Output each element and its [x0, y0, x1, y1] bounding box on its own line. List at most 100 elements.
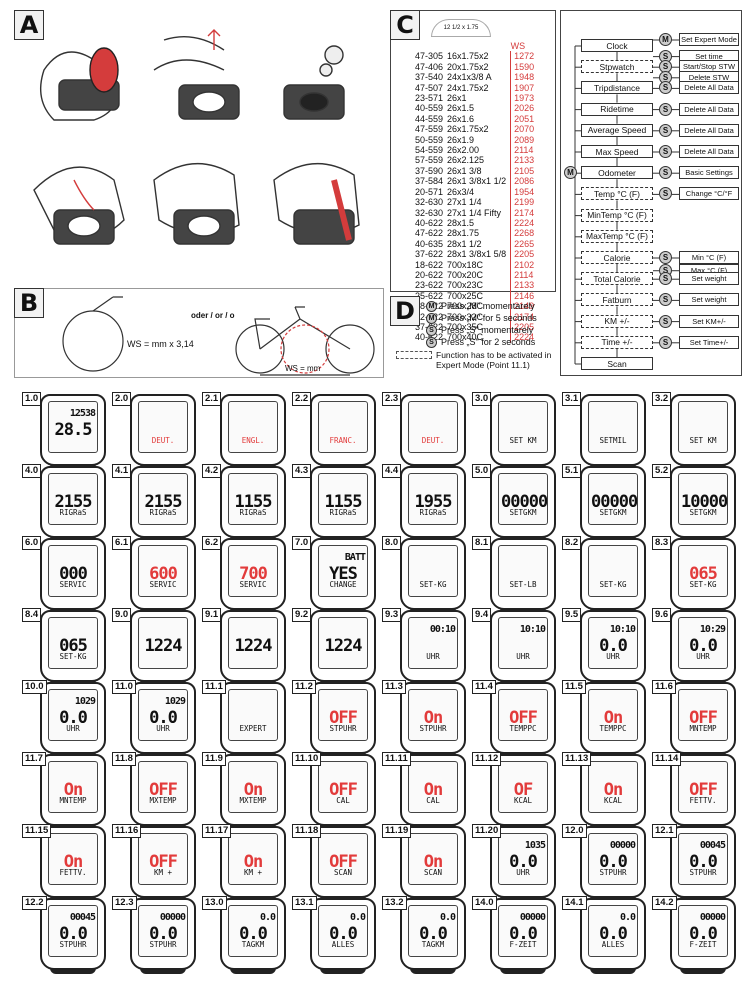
flow-menu-item: MaxTemp °C (F) — [581, 229, 653, 243]
lcd-screen: SETMIL — [588, 401, 638, 453]
ws-cell: 2102 — [510, 259, 539, 270]
bike-computer-device: SET KM — [490, 394, 556, 470]
step-number: 2.0 — [112, 392, 132, 406]
lcd-label: CAL — [426, 796, 440, 805]
step-number: 9.6 — [652, 608, 672, 622]
lcd-top-value: 10:10 — [609, 624, 636, 635]
legend-text: Press „M" for 5 seconds — [441, 313, 537, 323]
ws-cell: 2205 — [510, 321, 539, 333]
step-number: 5.0 — [472, 464, 492, 478]
panel-d-letter: D — [390, 296, 420, 326]
dashed-note: Function has to be activated in Expert M… — [396, 350, 556, 370]
flow-menu-item: Clock — [581, 39, 653, 52]
step-number: 9.3 — [382, 608, 402, 622]
step-number: 11.5 — [562, 680, 586, 694]
lcd-top-value: 00000 — [609, 840, 636, 851]
lcd-top-value: 0.0 — [349, 912, 366, 923]
ws-cell: 2149 — [510, 301, 539, 312]
step-number: 4.0 — [22, 464, 42, 478]
etrto-cell: 32-630 — [415, 207, 444, 218]
lcd-main-value: 0.0 — [509, 852, 538, 872]
ws-cell: 2086 — [510, 176, 539, 187]
flow-menu-item: Ridetime — [581, 102, 653, 116]
etrto-cell: 50-559 — [415, 134, 444, 145]
lcd-screen: ENGL. — [228, 401, 278, 453]
bike-computer-device: 1224 — [220, 610, 286, 686]
dashed-box-icon — [396, 351, 432, 359]
step-number: 11.3 — [382, 680, 406, 694]
tire-size-cell: 27x1 1/4 Fifty — [447, 207, 502, 218]
ws-cell: 2199 — [510, 197, 539, 208]
lcd-label: FRANC. — [329, 436, 357, 445]
lcd-screen: SET KM — [678, 401, 728, 453]
step-number: 8.1 — [472, 536, 492, 550]
flow-menu-item: Average Speed — [581, 123, 653, 137]
panel-b: B WS = mm x 3,14 oder / or / o WS = mm — [14, 288, 384, 378]
step-number: 9.5 — [562, 608, 582, 622]
lcd-label: SCAN — [333, 868, 353, 877]
etrto-cell: 20-622 — [415, 269, 444, 280]
lcd-main-value: 1224 — [234, 636, 273, 656]
tire-size-cell: 26x3/4 — [447, 186, 475, 197]
lcd-main-value: 065 — [689, 564, 718, 584]
lcd-label: SCAN — [423, 868, 443, 877]
m-button-icon: M — [426, 300, 437, 312]
lcd-main-value: 0.0 — [329, 924, 358, 944]
ws-cell: 1272 — [510, 51, 539, 62]
etrto-cell: 23-571 — [415, 93, 444, 104]
lcd-main-value: OFF — [329, 852, 358, 872]
lcd-label: SERVIC — [149, 580, 177, 589]
lcd-label: F-ZEIT — [689, 940, 717, 949]
lcd-label: ENGL. — [241, 436, 265, 445]
tire-size-cell: 27x1 1/4 — [447, 197, 482, 208]
bike-computer-device: EXPERT — [220, 682, 286, 758]
step-number: 11.4 — [472, 680, 496, 694]
step-number: 11.9 — [202, 752, 226, 766]
step-number: 11.20 — [472, 824, 502, 838]
ws-cell: 2205 — [510, 249, 539, 260]
lcd-main-value: YES — [329, 564, 358, 584]
step-number: 7.0 — [292, 536, 312, 550]
flow-menu-item: Tripdistance — [581, 81, 653, 95]
step-number: 5.1 — [562, 464, 582, 478]
lcd-label: UHR — [426, 652, 440, 661]
step-number: 14.2 — [652, 896, 677, 910]
ws-cell: 2174 — [510, 207, 539, 218]
flow-menu-item: Time +/- — [581, 335, 653, 349]
ws-cell: 2070 — [510, 124, 539, 135]
ws-cell: 1907 — [510, 82, 539, 94]
